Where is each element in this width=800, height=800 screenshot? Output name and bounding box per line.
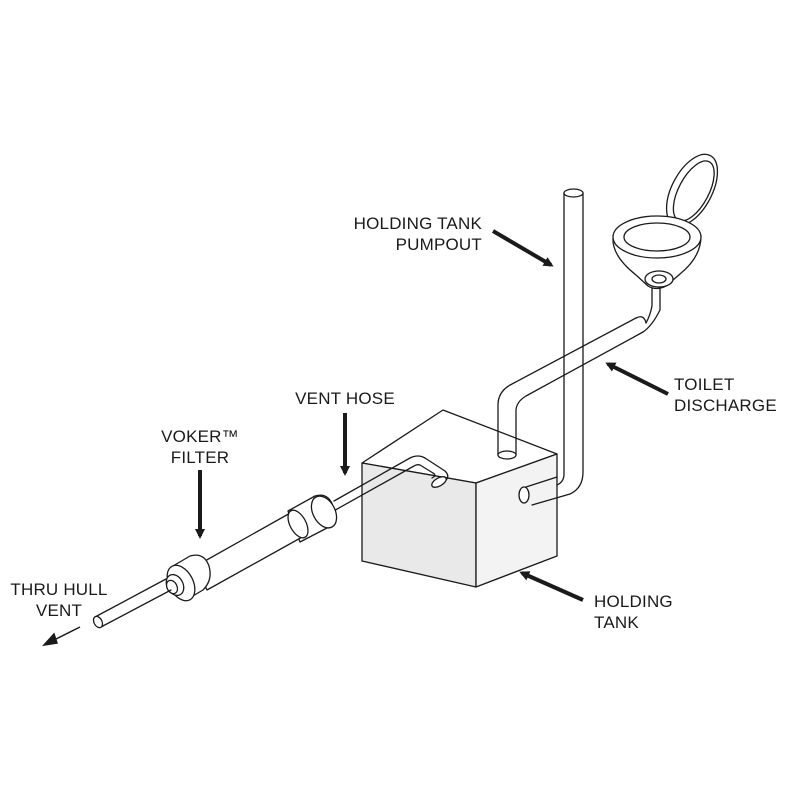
pumpout-label: HOLDING TANK PUMPOUT xyxy=(330,213,482,255)
thru-hull-vent-tube xyxy=(92,578,172,629)
vent-hose-label-line1: VENT HOSE xyxy=(295,389,395,408)
vent-hose xyxy=(329,455,449,514)
holding-tank-arrow xyxy=(519,571,584,602)
holding-tank xyxy=(361,409,558,588)
toilet-discharge-arrow xyxy=(605,362,669,396)
pumpout-arrow xyxy=(491,229,554,267)
thru-hull-label-line2: VENT xyxy=(35,601,83,620)
pumpout-label-line2: PUMPOUT xyxy=(395,235,482,254)
holding-tank-label-line1: HOLDING xyxy=(594,592,673,611)
toilet-discharge-label-line1: TOILET xyxy=(674,375,735,394)
thru-hull-label: THRU HULL VENT xyxy=(0,579,118,621)
pumpout-pipe xyxy=(518,188,584,506)
pumpout-label-line1: HOLDING TANK xyxy=(353,214,482,233)
pointer-arrows xyxy=(195,229,669,602)
tank-side-face xyxy=(475,453,558,588)
filter-label-line2: FILTER xyxy=(170,448,230,467)
toilet-discharge-label: TOILET DISCHARGE xyxy=(674,374,794,416)
toilet-discharge-pipe xyxy=(497,281,661,460)
filter-label-line1: VOKER™ xyxy=(161,427,239,446)
vent-hose-label: VENT HOSE xyxy=(285,388,405,409)
holding-tank-label-line2: TANK xyxy=(594,613,639,632)
toilet xyxy=(612,153,719,290)
toilet-discharge-label-line2: DISCHARGE xyxy=(674,396,777,415)
holding-tank-label: HOLDING TANK xyxy=(594,591,704,633)
voker-filter xyxy=(165,494,338,602)
thru-hull-label-line1: THRU HULL xyxy=(10,580,108,599)
tank-front-face xyxy=(361,462,477,588)
filter-label: VOKER™ FILTER xyxy=(145,426,255,468)
